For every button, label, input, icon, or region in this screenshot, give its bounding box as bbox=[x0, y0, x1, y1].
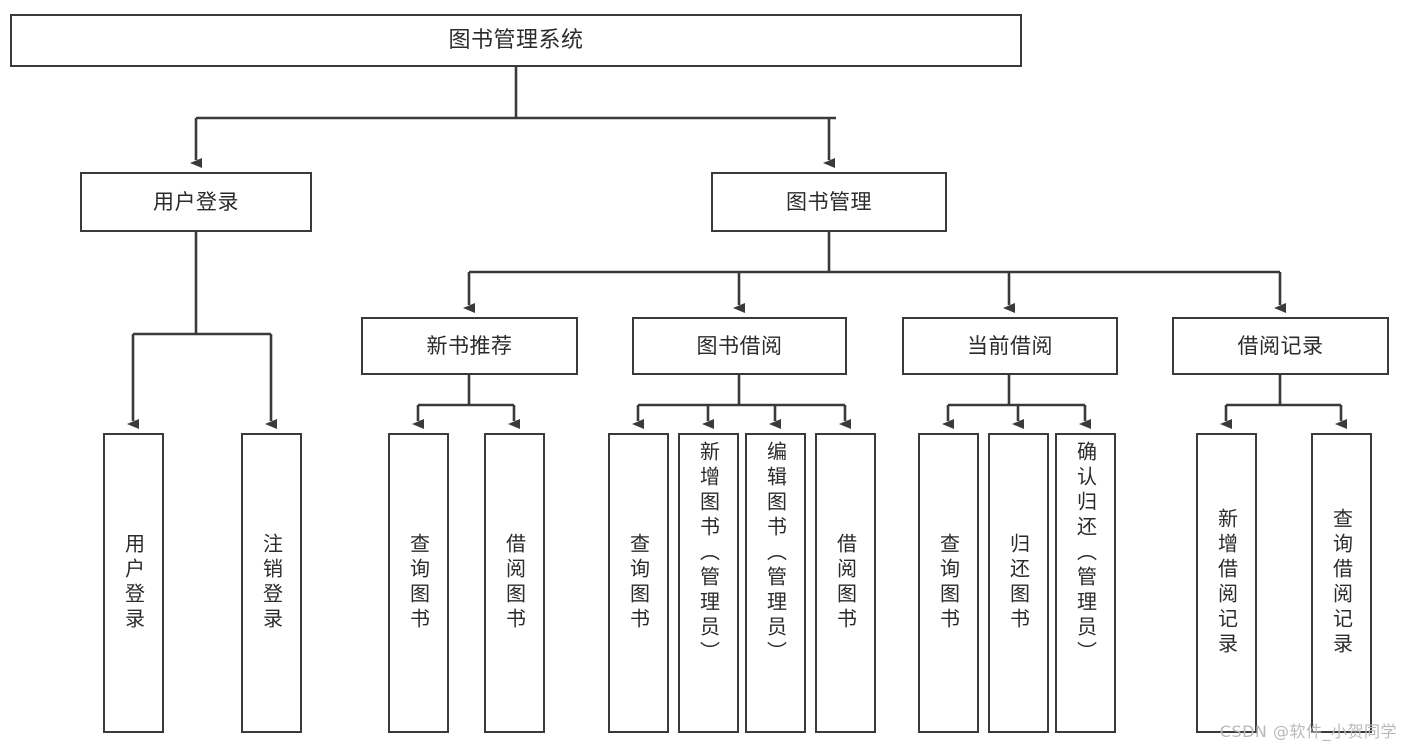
node-label: 查询图书 bbox=[406, 533, 431, 633]
leaf-confirm-return-admin[interactable]: 确认归还（管理员） bbox=[1055, 433, 1116, 733]
node-label: 图书借阅 bbox=[696, 333, 783, 358]
leaf-logout-login[interactable]: 注销登录 bbox=[241, 433, 302, 733]
node-label: 查询借阅记录 bbox=[1329, 508, 1354, 658]
node-label: 注销登录 bbox=[259, 533, 284, 633]
node-label: 新书推荐 bbox=[426, 333, 513, 358]
leaf-borrow-book-recommend[interactable]: 借阅图书 bbox=[484, 433, 545, 733]
leaf-borrow-book[interactable]: 借阅图书 bbox=[815, 433, 876, 733]
node-label: 编辑图书（管理员） bbox=[763, 441, 788, 666]
leaf-query-book-current[interactable]: 查询图书 bbox=[918, 433, 979, 733]
node-label: 用户登录 bbox=[121, 533, 146, 633]
node-label: 借阅图书 bbox=[833, 533, 858, 633]
leaf-query-book-recommend[interactable]: 查询图书 bbox=[388, 433, 449, 733]
node-label: 查询图书 bbox=[626, 533, 651, 633]
node-label: 确认归还（管理员） bbox=[1073, 441, 1098, 666]
leaf-query-borrow-record[interactable]: 查询借阅记录 bbox=[1311, 433, 1372, 733]
node-label: 借阅记录 bbox=[1237, 333, 1324, 358]
node-label: 新增图书（管理员） bbox=[696, 441, 721, 666]
node-current-borrow[interactable]: 当前借阅 bbox=[902, 317, 1118, 375]
leaf-edit-book-admin[interactable]: 编辑图书（管理员） bbox=[745, 433, 806, 733]
csdn-watermark: CSDN @软件_小贺同学 bbox=[1219, 722, 1397, 741]
node-label: 用户登录 bbox=[153, 189, 239, 214]
node-label: 归还图书 bbox=[1006, 533, 1031, 633]
node-book-borrow[interactable]: 图书借阅 bbox=[632, 317, 847, 375]
node-book-management-system[interactable]: 图书管理系统 bbox=[10, 14, 1022, 67]
node-label: 图书管理系统 bbox=[448, 27, 584, 53]
leaf-return-book[interactable]: 归还图书 bbox=[988, 433, 1049, 733]
leaf-add-book-admin[interactable]: 新增图书（管理员） bbox=[678, 433, 739, 733]
leaf-query-book-borrow[interactable]: 查询图书 bbox=[608, 433, 669, 733]
node-label: 查询图书 bbox=[936, 533, 961, 633]
node-label: 当前借阅 bbox=[967, 333, 1053, 358]
node-new-book-recommend[interactable]: 新书推荐 bbox=[361, 317, 578, 375]
node-label: 图书管理 bbox=[786, 189, 872, 214]
node-label: 借阅图书 bbox=[502, 533, 527, 633]
node-borrow-record[interactable]: 借阅记录 bbox=[1172, 317, 1389, 375]
node-book-management[interactable]: 图书管理 bbox=[711, 172, 947, 232]
leaf-user-login[interactable]: 用户登录 bbox=[103, 433, 164, 733]
node-label: 新增借阅记录 bbox=[1214, 508, 1239, 658]
node-user-login[interactable]: 用户登录 bbox=[80, 172, 312, 232]
leaf-add-borrow-record[interactable]: 新增借阅记录 bbox=[1196, 433, 1257, 733]
